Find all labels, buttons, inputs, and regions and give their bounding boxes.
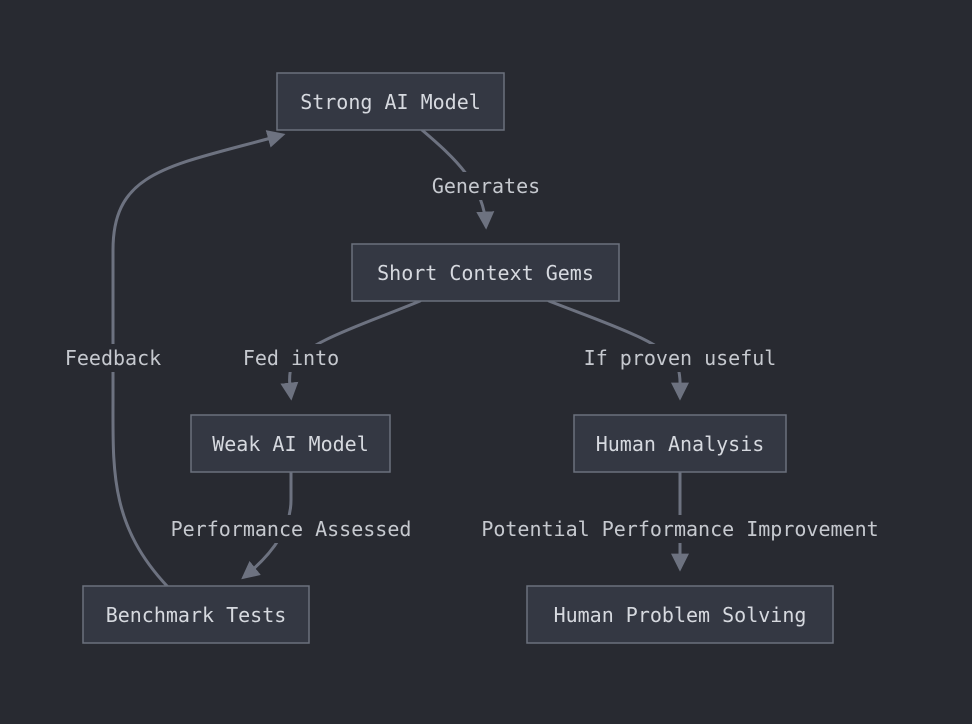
weak-ai-model-label: Weak AI Model — [212, 432, 369, 456]
edge-label-performance-assessed: Performance Assessed — [154, 515, 428, 543]
potential-performance-improvement-label: Potential Performance Improvement — [481, 517, 878, 541]
node-human-analysis: Human Analysis — [573, 414, 787, 473]
edge-label-potential-performance-improvement: Potential Performance Improvement — [456, 515, 904, 543]
node-weak-ai-model: Weak AI Model — [190, 414, 391, 473]
edge-label-generates: Generates — [424, 172, 548, 200]
feedback-label: Feedback — [65, 346, 161, 370]
node-strong-ai-model: Strong AI Model — [276, 72, 505, 131]
human-problem-solving-label: Human Problem Solving — [554, 603, 807, 627]
short-context-gems-label: Short Context Gems — [377, 261, 594, 285]
if-proven-useful-label: If proven useful — [584, 346, 777, 370]
generates-label: Generates — [432, 174, 540, 198]
benchmark-tests-label: Benchmark Tests — [106, 603, 287, 627]
edge-label-feedback: Feedback — [57, 344, 169, 372]
edge-feedback — [111, 130, 286, 588]
edge-label-if-proven-useful: If proven useful — [570, 344, 790, 372]
human-analysis-label: Human Analysis — [596, 432, 765, 456]
performance-assessed-label: Performance Assessed — [171, 517, 412, 541]
node-human-problem-solving: Human Problem Solving — [526, 585, 834, 644]
node-short-context-gems: Short Context Gems — [351, 243, 620, 302]
strong-ai-model-label: Strong AI Model — [300, 90, 481, 114]
fed-into-label: Fed into — [243, 346, 339, 370]
edge-label-fed-into: Fed into — [235, 344, 347, 372]
node-benchmark-tests: Benchmark Tests — [82, 585, 310, 644]
